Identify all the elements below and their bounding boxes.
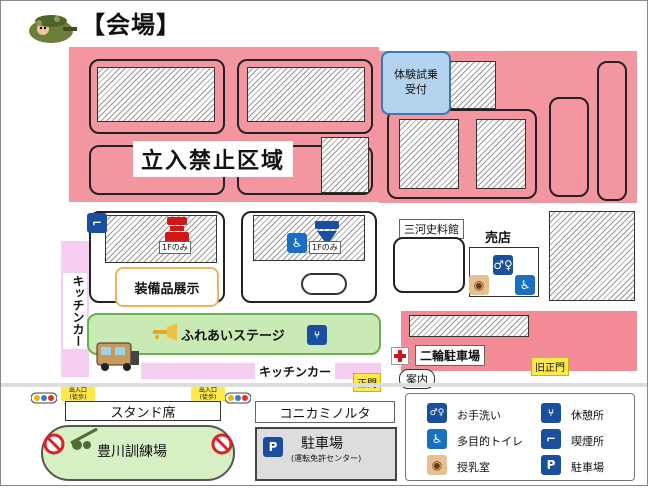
fureai-stage-label: ふれあいステージ: [181, 329, 285, 344]
equipment-display-area[interactable]: 装備品展示: [115, 267, 219, 307]
first-floor-only-label: 1Fのみ: [159, 241, 191, 254]
parking-label: 駐車場: [301, 436, 343, 452]
no-entry-icon-left: [43, 433, 65, 455]
kitchen-car-vertical-text: キッチンカー: [71, 275, 85, 347]
gate-in-left-line2: (徒歩): [69, 394, 87, 401]
kitchen-car-truck-icon: [95, 337, 141, 373]
page-title: 【会場】: [81, 11, 181, 39]
building: [105, 215, 217, 263]
first-floor-only-label: 1Fのみ: [309, 241, 341, 254]
konica-minolta-text: コニカミノルタ: [279, 406, 371, 422]
shop-label[interactable]: 売店: [481, 225, 516, 248]
building: [253, 215, 365, 261]
building: [247, 67, 365, 122]
building: [399, 119, 459, 189]
fureai-stage-area[interactable]: [87, 313, 381, 355]
building: [241, 211, 377, 303]
road: [1, 383, 647, 387]
no-entry-icon-right: [211, 433, 233, 455]
accessible-restroom-icon: ♿: [515, 275, 535, 295]
accessible-restroom-icon: ♿: [427, 429, 447, 449]
building: [597, 61, 627, 201]
building: [549, 211, 635, 301]
gate-in-left[interactable]: 出入口 (徒歩): [61, 387, 95, 401]
stand-seats-area[interactable]: スタンド席: [65, 401, 221, 421]
building: [446, 61, 496, 109]
building: [97, 67, 215, 122]
legend-rest-area-label: 休憩所: [571, 409, 604, 422]
restricted-area-label: 立入禁止区域: [133, 141, 294, 177]
roundabout: [301, 273, 347, 295]
building: [409, 315, 529, 337]
mikawa-museum-label[interactable]: 三河史料館: [399, 219, 464, 239]
parking-icon: P: [541, 455, 561, 475]
legend-parking-label: 駐車場: [571, 461, 604, 474]
mascot-character-icon: [21, 9, 81, 49]
trumpet-icon: [151, 321, 179, 343]
gate-marker-left: [30, 389, 58, 404]
reception-label: 受付: [405, 83, 427, 96]
accessible-restroom-icon: ♿: [287, 233, 307, 253]
kitchen-car-vertical-label: キッチンカー: [63, 273, 87, 349]
trial-ride-reception[interactable]: 体験試乗 受付: [381, 51, 451, 115]
kitchen-car-bottom-label: キッチンカー: [255, 363, 336, 380]
konica-minolta-label: コニカミノルタ: [255, 401, 395, 423]
building: [89, 59, 225, 134]
legend-smoking-label: 喫煙所: [571, 435, 604, 448]
gate-in-right[interactable]: 出入口 (徒歩): [191, 387, 225, 401]
legend-restroom-label: お手洗い: [457, 409, 501, 422]
legend-accessible-label: 多目的トイレ: [457, 435, 523, 448]
building: [321, 137, 369, 193]
building: [393, 237, 465, 293]
smoking-area-icon: ⌐: [541, 429, 561, 449]
equipment-display-label: 装備品展示: [134, 281, 200, 297]
rest-area-icon: ⑂: [307, 325, 327, 345]
trial-ride-label: 体験試乗: [394, 68, 438, 82]
smoking-area-icon: ⌐: [87, 213, 107, 233]
building: [237, 59, 373, 134]
first-floor-marker: [313, 219, 341, 249]
building: [387, 109, 537, 199]
gate-in-right-line1: 出入口: [198, 387, 217, 394]
artillery-icon: [65, 425, 99, 451]
old-main-gate-label[interactable]: 旧正門: [531, 357, 569, 376]
training-field-area[interactable]: [41, 425, 235, 481]
first-aid-icon: [391, 347, 409, 365]
restroom-icon: ♂♀: [493, 255, 513, 275]
first-floor-marker: [163, 215, 191, 257]
stand-seats-label: スタンド席: [110, 405, 176, 421]
parking-icon: P: [263, 437, 283, 457]
motorcycle-parking-label: 二輪駐車場: [415, 345, 486, 366]
rest-area-icon: ⑂: [541, 403, 561, 423]
gate-in-right-line2: (徒歩): [199, 394, 217, 401]
parking-sub-label: (運転免許センター): [291, 454, 362, 463]
nursing-room-icon: ◉: [469, 275, 489, 295]
nursing-room-icon: ◉: [427, 455, 447, 475]
gate-in-left-line1: 出入口: [68, 387, 87, 394]
gate-marker-right: [224, 389, 252, 404]
building: [549, 97, 589, 197]
legend-nursing-label: 授乳室: [457, 461, 490, 474]
restroom-icon: ♂♀: [427, 403, 447, 423]
building: [476, 119, 526, 189]
training-field-label: 豊川訓練場: [97, 444, 167, 460]
